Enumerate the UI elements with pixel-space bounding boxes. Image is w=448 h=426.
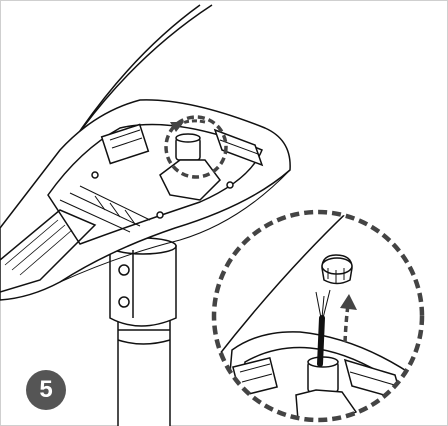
dashed-up-arrow-icon [340, 294, 357, 343]
step-number-badge: 5 [26, 370, 66, 410]
street-lamp-head-icon [0, 4, 291, 301]
dashed-circle-detail-icon [211, 209, 425, 423]
cable-gland-nut-icon [321, 254, 353, 285]
source-detail-circle [164, 115, 228, 179]
lamp-pole-icon [109, 237, 177, 426]
power-cable-icon [315, 289, 331, 367]
